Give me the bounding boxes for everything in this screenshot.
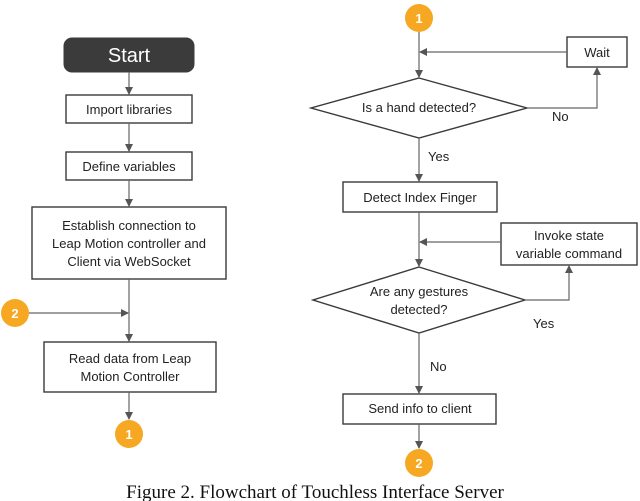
figure-caption: Figure 2. Flowchart of Touchless Interfa…	[126, 482, 504, 501]
gestures-detected-decision	[310, 266, 528, 334]
invoke-line-1: Invoke state	[534, 228, 604, 243]
establish-line-3: Client via WebSocket	[67, 254, 191, 269]
read-data-box	[43, 341, 217, 393]
establish-connection-box	[31, 206, 227, 280]
connector-1-right	[405, 4, 433, 32]
connector-2-left-label: 2	[11, 306, 18, 321]
invoke-command-box	[500, 222, 638, 266]
detect-index-finger-box	[342, 181, 498, 213]
establish-line-2: Leap Motion controller and	[52, 236, 206, 251]
invoke-line-2: variable command	[516, 246, 622, 261]
no-label-2: No	[430, 359, 447, 374]
connector-1-right-label: 1	[415, 11, 422, 26]
left-flow: Start Import libraries Define variables …	[1, 37, 227, 448]
start-label: Start	[108, 45, 151, 67]
arrow-yes-to-invoke	[525, 265, 573, 301]
yes-label-1: Yes	[428, 149, 450, 164]
gestures-line-2: detected?	[390, 302, 447, 317]
gestures-line-1: Are any gestures	[370, 284, 469, 299]
read-data-line-2: Motion Controller	[81, 369, 181, 384]
connector-2-right-label: 2	[415, 456, 422, 471]
arrow-no-to-wait	[527, 67, 601, 109]
connector-1-left-label: 1	[125, 427, 132, 442]
no-label-1: No	[552, 109, 569, 124]
connector-2-left	[1, 299, 29, 327]
define-variables-label: Define variables	[82, 159, 176, 174]
import-libraries-label: Import libraries	[86, 102, 172, 117]
detect-index-finger-label: Detect Index Finger	[363, 190, 477, 205]
import-libraries-box	[65, 94, 193, 124]
connector-1-left	[115, 420, 143, 448]
read-data-line-1: Read data from Leap	[69, 351, 191, 366]
wait-box	[566, 36, 628, 68]
hand-detected-label: Is a hand detected?	[362, 100, 476, 115]
wait-label: Wait	[584, 45, 610, 60]
connector-2-right	[405, 449, 433, 477]
yes-label-2: Yes	[533, 316, 555, 331]
send-info-label: Send info to client	[368, 401, 472, 416]
right-flow: 1 Wait Is a hand detected? No Yes Detect…	[308, 4, 638, 477]
establish-line-1: Establish connection to	[62, 218, 196, 233]
send-info-box	[342, 393, 497, 425]
